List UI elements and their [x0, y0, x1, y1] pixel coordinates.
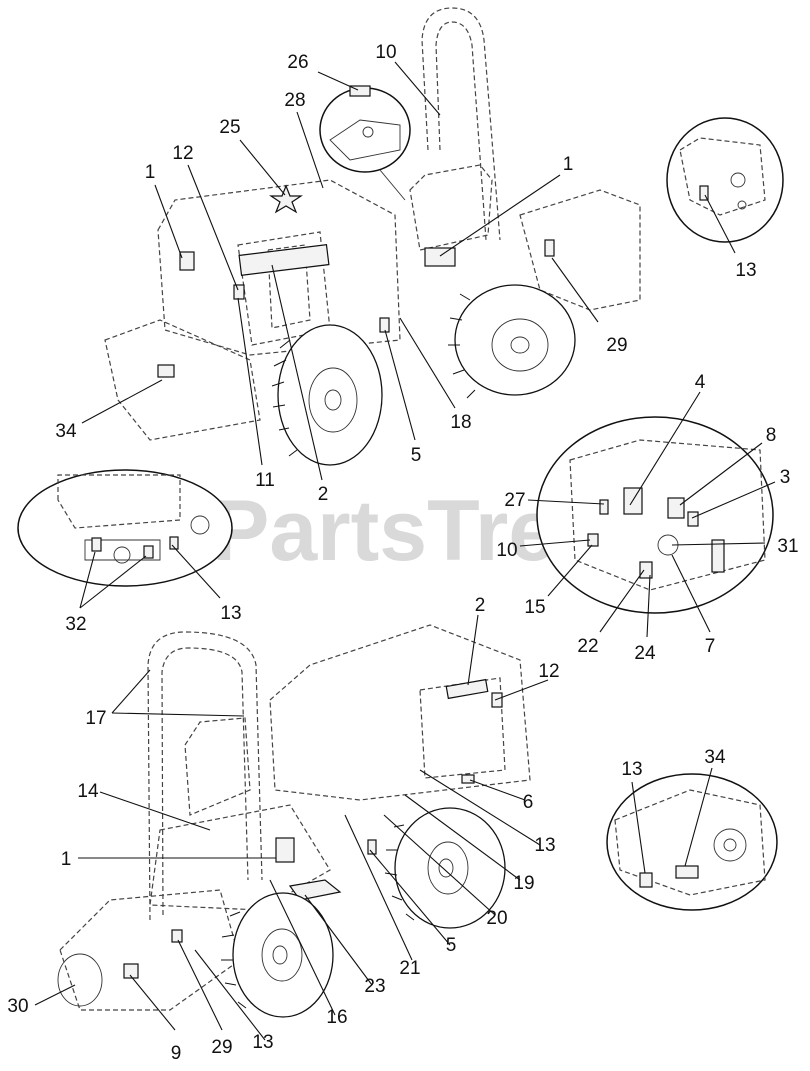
callout-labels: 1 12 25 28 26 10 1 29 13 34 11 2 5 18 32… — [7, 42, 798, 1064]
callout-29-top: 29 — [606, 335, 627, 356]
callout-12-bottom: 12 — [538, 661, 559, 682]
callout-19: 19 — [513, 873, 534, 894]
callout-20: 20 — [486, 908, 507, 929]
front-right-tire — [394, 807, 506, 929]
front-left-tire — [277, 324, 383, 466]
callout-3: 3 — [780, 467, 791, 488]
decal-1-front — [179, 251, 195, 271]
decal-11 — [233, 284, 245, 300]
front-trencher-top — [104, 319, 261, 441]
callout-13-bottom: 13 — [252, 1032, 273, 1053]
callout-5-bottom: 5 — [446, 935, 457, 956]
callout-11: 11 — [255, 470, 275, 491]
rollbar-top — [421, 7, 501, 241]
rear-right-tire — [454, 284, 576, 396]
callout-13-left: 13 — [220, 603, 241, 624]
rear-left-tire — [232, 892, 334, 1018]
seat-bottom — [184, 717, 251, 816]
callout-6: 6 — [523, 792, 534, 813]
callout-27: 27 — [504, 490, 525, 511]
callout-13-inset-bottom: 13 — [621, 759, 642, 780]
callout-1-top: 1 — [145, 162, 156, 183]
callout-2-bottom: 2 — [475, 595, 486, 616]
callout-34-inset-bottom: 34 — [704, 747, 726, 768]
callout-1-side: 1 — [563, 154, 574, 175]
callout-9: 9 — [171, 1043, 182, 1064]
callout-4: 4 — [695, 372, 706, 393]
callout-15: 15 — [524, 597, 545, 618]
callout-14: 14 — [77, 781, 99, 802]
bottom-machine-view — [57, 624, 531, 1018]
decal-34-top — [157, 364, 175, 378]
callout-30: 30 — [7, 996, 28, 1017]
top-machine-view — [104, 7, 641, 466]
hood-bottom — [269, 624, 531, 801]
callout-25: 25 — [219, 117, 240, 138]
decal-2-top — [238, 244, 330, 276]
callout-17: 17 — [85, 708, 106, 729]
callout-13-top-right: 13 — [735, 260, 756, 281]
callout-10-panel: 10 — [496, 540, 517, 561]
inset-26 — [319, 87, 411, 173]
callout-7: 7 — [705, 636, 716, 657]
decal-1-side — [424, 247, 456, 267]
callout-18: 18 — [450, 412, 471, 433]
seat-top — [409, 164, 493, 251]
decal-2-bottom — [445, 678, 489, 700]
leader-lines — [34, 61, 776, 1041]
callout-23: 23 — [364, 976, 385, 997]
inset-dash-panel — [536, 416, 774, 614]
decal-5-top — [379, 317, 390, 333]
callout-5-top: 5 — [411, 445, 422, 466]
callout-1-bottom: 1 — [61, 849, 72, 870]
callout-8: 8 — [766, 425, 777, 446]
inset-top-right — [666, 117, 784, 243]
callout-10-top: 10 — [375, 42, 396, 63]
callout-34-top: 34 — [55, 421, 77, 442]
inset-left — [17, 469, 233, 587]
callout-2-top: 2 — [318, 484, 329, 505]
callout-29-bottom: 29 — [211, 1037, 232, 1058]
callout-31: 31 — [777, 536, 798, 557]
callout-16: 16 — [326, 1007, 347, 1028]
callout-26: 26 — [287, 52, 308, 73]
callout-13-bottom-mid: 13 — [534, 835, 555, 856]
rear-attachment-top — [519, 189, 641, 311]
star-marker-25 — [269, 184, 303, 214]
callout-21: 21 — [399, 958, 420, 979]
callout-28: 28 — [284, 90, 305, 111]
callout-32: 32 — [65, 614, 86, 635]
decal-1-bottom — [275, 837, 295, 863]
decal-29-top — [544, 239, 555, 257]
callout-24: 24 — [634, 643, 656, 664]
callout-22: 22 — [577, 636, 598, 657]
callout-12-top: 12 — [172, 143, 193, 164]
